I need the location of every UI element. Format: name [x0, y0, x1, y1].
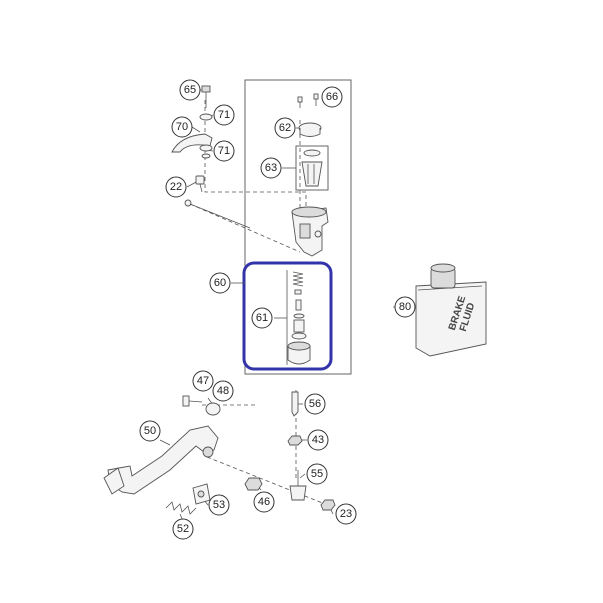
clevis-bolt-assembly	[171, 85, 213, 159]
svg-text:43: 43	[312, 434, 324, 446]
svg-text:22: 22	[170, 181, 182, 193]
callout-60: 60	[209, 272, 231, 294]
svg-text:66: 66	[326, 91, 338, 103]
nut-46	[244, 477, 263, 491]
reservoir-insert	[295, 145, 329, 191]
callout-55: 55	[306, 463, 328, 485]
callout-43: 43	[307, 429, 329, 451]
svg-text:56: 56	[309, 398, 321, 410]
leader-lines	[159, 89, 416, 522]
callout-52: 52	[172, 518, 194, 540]
brake-fluid-bottle: BRAKE FLUID	[415, 263, 487, 357]
small-pin	[195, 175, 205, 193]
svg-text:23: 23	[340, 508, 352, 520]
reservoir-cap	[298, 122, 322, 137]
highlight-box	[242, 261, 333, 371]
callout-70: 70	[171, 116, 193, 138]
svg-text:53: 53	[213, 499, 225, 511]
return-spring	[165, 501, 197, 515]
bleed-screw	[291, 391, 299, 417]
pivot-bolt	[182, 395, 221, 416]
callout-66: 66	[321, 86, 343, 108]
callout-71-lower: 71	[213, 140, 235, 162]
svg-text:70: 70	[176, 121, 188, 133]
svg-text:61: 61	[256, 312, 268, 324]
callout-71-upper: 71	[213, 104, 235, 126]
piston-kit	[287, 271, 311, 365]
master-cylinder-body	[291, 206, 329, 257]
svg-text:50: 50	[144, 425, 156, 437]
push-rod	[184, 199, 251, 229]
callout-61: 61	[251, 307, 273, 329]
svg-text:80: 80	[399, 301, 411, 313]
svg-text:55: 55	[311, 468, 323, 480]
svg-text:62: 62	[279, 122, 291, 134]
svg-text:48: 48	[217, 385, 229, 397]
callout-62: 62	[274, 117, 296, 139]
callout-22: 22	[165, 176, 187, 198]
clevis-55	[289, 470, 307, 501]
callout-80: 80	[394, 296, 416, 318]
callout-63: 63	[260, 157, 282, 179]
callout-56: 56	[304, 393, 326, 415]
nut-43	[287, 435, 303, 446]
svg-text:71: 71	[218, 145, 230, 157]
svg-text:46: 46	[258, 496, 270, 508]
bracket-plate	[192, 483, 211, 505]
callout-46: 46	[253, 491, 275, 513]
callout-48: 48	[212, 380, 234, 402]
callout-53: 53	[208, 494, 230, 516]
callout-47: 47	[192, 370, 214, 392]
nut-23	[320, 499, 336, 511]
svg-text:63: 63	[265, 162, 277, 174]
assembly-frame	[244, 79, 352, 375]
callout-50: 50	[139, 420, 161, 442]
svg-text:47: 47	[197, 375, 209, 387]
svg-text:71: 71	[218, 109, 230, 121]
callout-23: 23	[335, 503, 357, 525]
cover-screws	[297, 93, 319, 108]
svg-text:60: 60	[214, 277, 226, 289]
callout-65: 65	[179, 79, 201, 101]
svg-text:52: 52	[177, 523, 189, 535]
brake-pedal	[103, 425, 219, 495]
svg-text:65: 65	[184, 84, 196, 96]
